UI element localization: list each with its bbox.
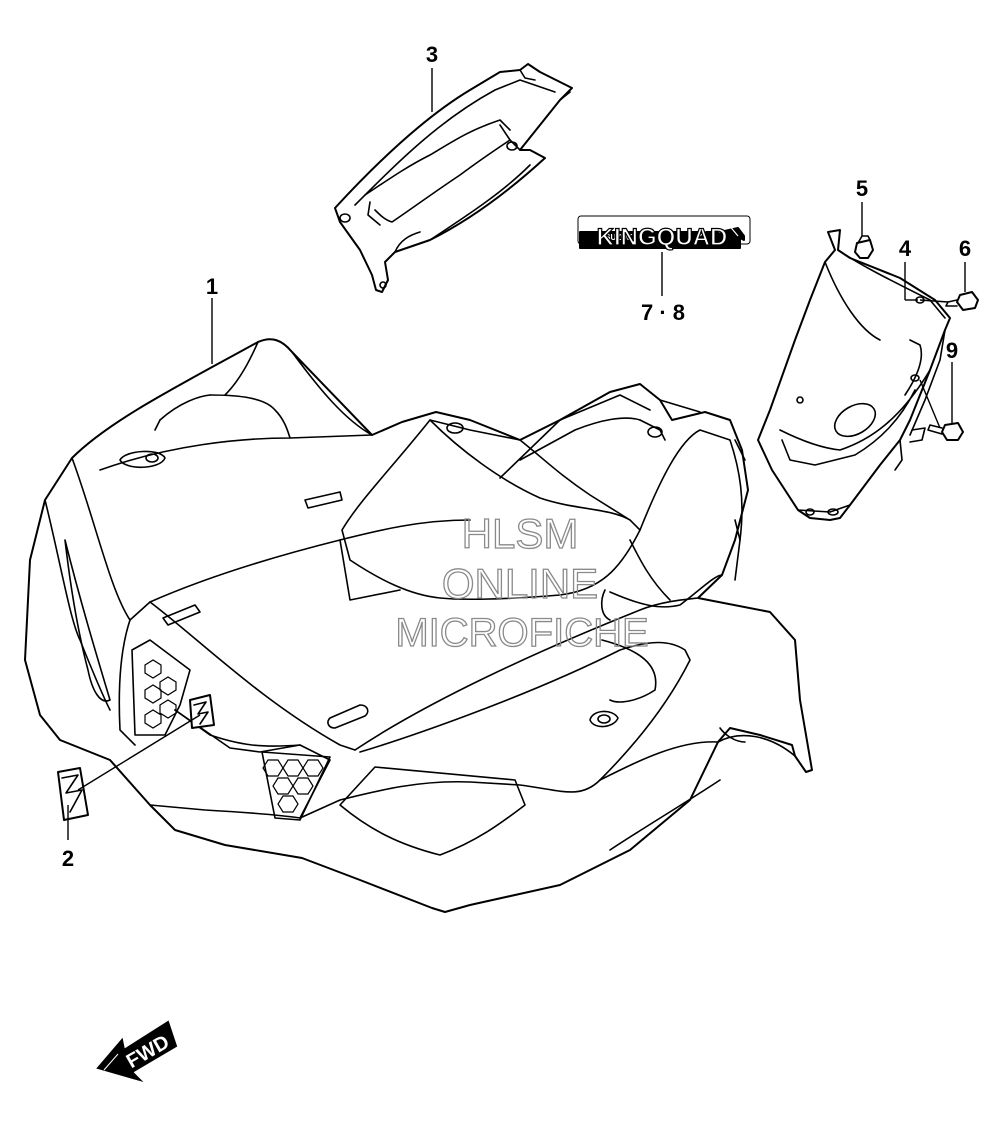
clip-fastener-part[interactable] [854, 235, 874, 259]
watermark-line-3: MICROFICHE [395, 611, 648, 655]
callout-part-1: 1 [206, 274, 218, 299]
emblem-brand-text: SUZUKI [605, 233, 635, 242]
callout-part-9: 9 [946, 338, 958, 363]
front-fender-part[interactable] [24, 338, 813, 913]
upper-cover-part[interactable] [334, 63, 573, 293]
emblem-model-text: KINGQUAD [597, 224, 728, 251]
callout-part-7-8: 7 · 8 [641, 300, 685, 325]
screw-fastener-part[interactable] [927, 422, 964, 441]
callout-part-5: 5 [856, 176, 868, 201]
callout-part-2: 2 [62, 846, 74, 871]
kingquad-decal-part[interactable]: SUZUKI KINGQUAD [577, 215, 751, 252]
nut-fastener-part[interactable] [945, 291, 979, 311]
suzuki-emblem-part[interactable] [57, 694, 215, 821]
callout-part-3: 3 [426, 42, 438, 67]
callout-part-4: 4 [899, 236, 912, 261]
watermark: HLSM ONLINE MICROFICHE [395, 509, 650, 655]
forward-direction-arrow: FWD [96, 1020, 178, 1083]
callout-labels: 1 2 3 4 5 6 7 · 8 9 [62, 42, 971, 871]
watermark-line-2: ONLINE [442, 560, 598, 607]
side-cover-part[interactable] [757, 229, 951, 521]
callout-part-6: 6 [959, 236, 971, 261]
watermark-line-1: HLSM [462, 510, 579, 557]
leader-lines [67, 68, 966, 840]
